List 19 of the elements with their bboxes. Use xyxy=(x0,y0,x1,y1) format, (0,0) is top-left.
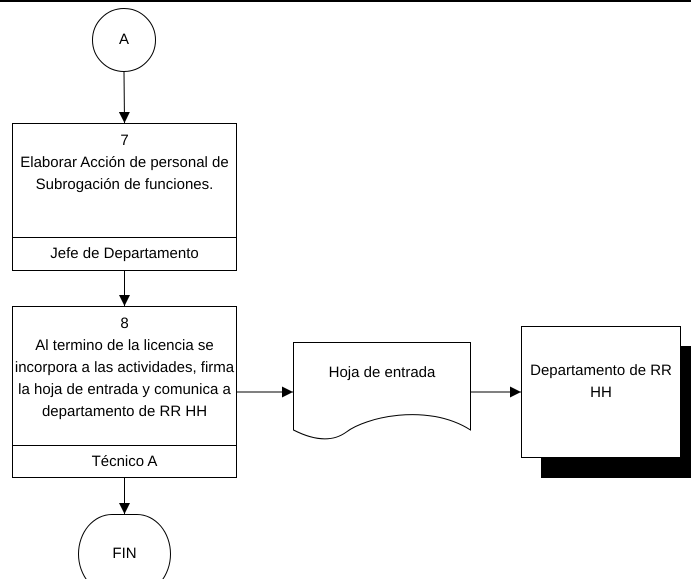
terminator-label: FIN xyxy=(112,544,137,564)
arrow xyxy=(470,386,522,398)
process-box xyxy=(12,306,237,478)
document-shape xyxy=(293,342,471,442)
process-box xyxy=(12,123,237,271)
document-label: Hoja de entrada xyxy=(328,363,436,383)
arrow xyxy=(119,270,130,306)
terminator-shape xyxy=(78,514,171,579)
step-description: Elaborar Acción de personal de Subrogación de funciones. xyxy=(19,153,230,195)
entity-label: Departamento de RR HH xyxy=(529,361,673,403)
step-number: 8 xyxy=(119,314,130,334)
arrow xyxy=(236,386,294,398)
responsible-role: Técnico A xyxy=(92,452,158,472)
arrow xyxy=(119,478,130,514)
step-number: 7 xyxy=(119,131,130,151)
responsible-role: Jefe de Departamento xyxy=(50,244,199,264)
step-description: Al termino de la licencia se incorpora a las actividades, firma la hoja de entrada y comunica a departamento de RR HH xyxy=(14,336,236,422)
arrow xyxy=(118,72,130,124)
connector-label: A xyxy=(118,30,129,50)
